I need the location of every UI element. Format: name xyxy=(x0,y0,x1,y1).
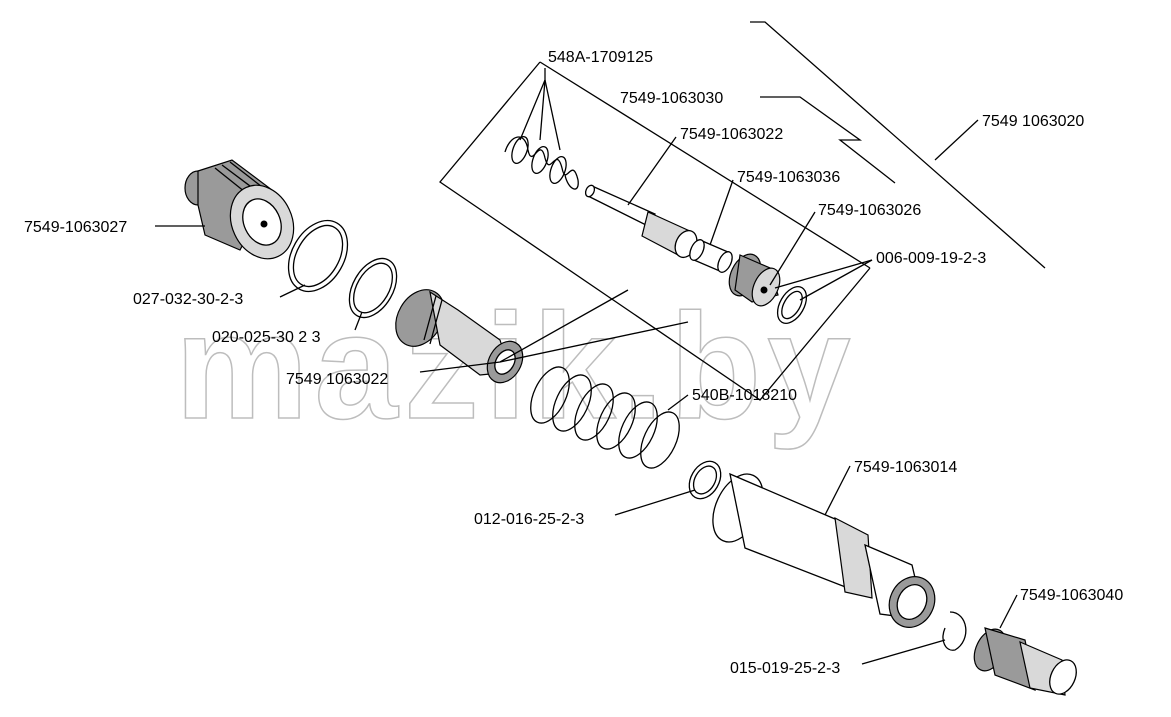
label-020-025-30-2-3: 020-025-30 2 3 xyxy=(212,329,321,346)
label-7549-1063022-mid: 7549 1063022 xyxy=(286,371,388,388)
label-027-032-30-2-3: 027-032-30-2-3 xyxy=(133,291,243,308)
leader-lines xyxy=(155,68,1018,665)
part-piston-022 xyxy=(395,289,524,384)
ring-015 xyxy=(942,611,967,651)
label-006-009-19-2-3: 006-009-19-2-3 xyxy=(876,250,986,267)
part-seat-026 xyxy=(728,253,781,307)
oring-006-inner xyxy=(781,290,803,320)
label-012-016-25-2-3: 012-016-25-2-3 xyxy=(474,511,584,528)
label-7549-1063020: 7549 1063020 xyxy=(982,113,1084,130)
label-7549-1063036: 7549-1063036 xyxy=(737,169,840,186)
part-fitting-027 xyxy=(184,159,295,260)
label-7549-1063026: 7549-1063026 xyxy=(818,202,921,219)
part-cylinder-036 xyxy=(689,239,733,273)
label-7549-1063040: 7549-1063040 xyxy=(1020,587,1123,604)
label-540b-1018210: 540B-1018210 xyxy=(692,387,797,404)
label-7549-1063027: 7549-1063027 xyxy=(24,219,127,236)
part-spring-small xyxy=(504,135,579,190)
label-7549-1063022-top: 7549-1063022 xyxy=(680,126,783,143)
assembly-outline xyxy=(439,21,1046,401)
oring-027-inner xyxy=(292,224,344,288)
label-7549-1063030: 7549-1063030 xyxy=(620,90,723,107)
part-spring-large xyxy=(530,366,680,469)
label-548a-1709125: 548A-1709125 xyxy=(548,49,653,66)
oring-020-inner xyxy=(353,262,393,314)
oring-027 xyxy=(287,219,349,293)
label-015-019-25-2-3: 015-019-25-2-3 xyxy=(730,660,840,677)
part-labels: 548A-1709125 7549-1063030 7549 1063020 7… xyxy=(24,49,1123,677)
oring-012-inner xyxy=(692,465,718,495)
label-7549-1063014: 7549-1063014 xyxy=(854,459,957,476)
part-fitting-040 xyxy=(973,627,1077,696)
part-stem-022 xyxy=(584,184,698,259)
oring-012 xyxy=(688,460,722,500)
oring-006 xyxy=(776,286,808,324)
part-body-014 xyxy=(712,472,936,628)
oring-020 xyxy=(348,257,398,319)
